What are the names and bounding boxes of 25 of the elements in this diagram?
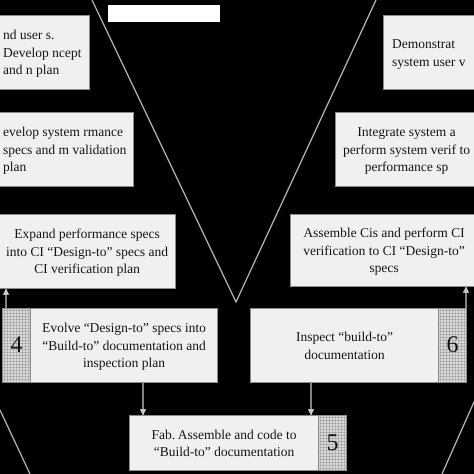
arrow	[308, 383, 314, 416]
process-box	[0, 112, 134, 187]
step-text: Assemble Cis and perform CI verification to CI “Design-to” specs	[302, 224, 466, 277]
process-box	[290, 214, 474, 287]
process-box	[0, 15, 90, 90]
arrow	[2, 288, 10, 308]
step-number: 5	[318, 416, 346, 470]
step-text: Evolve “Design-to” specs into “Build-to” documentation and inspection plan	[41, 319, 207, 372]
process-box	[2, 308, 218, 383]
step-number: 4	[3, 309, 31, 382]
step-text: Expand performance specs into CI “Design-to” specs and CI verification plan	[5, 225, 169, 278]
step-text: Inspect “build-to” documentation	[294, 328, 394, 363]
step-text: Fab. Assemble and code to “Build-to” documentation	[150, 426, 298, 460]
step-text: evelop system rmance specs and m validation plan	[3, 123, 128, 176]
process-box	[0, 214, 176, 289]
step-text: Demonstrat system user v	[392, 35, 466, 70]
arrow	[140, 383, 146, 416]
process-box	[129, 415, 347, 471]
process-box	[383, 15, 474, 90]
arrow	[462, 286, 470, 308]
step-number: 6	[438, 309, 466, 382]
process-box	[335, 112, 474, 187]
process-box	[250, 308, 467, 383]
step-text: nd user s. Develop ncept and n plan	[3, 26, 82, 79]
step-text: Integrate system a perform system verif to performance sp	[342, 123, 471, 176]
